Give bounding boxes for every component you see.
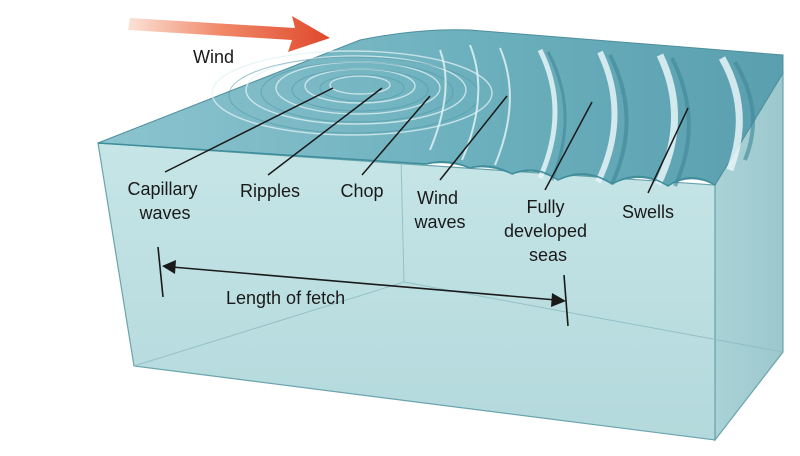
fetch-dimension <box>157 246 569 327</box>
leader-lines <box>164 87 689 194</box>
surface-front-profile <box>97 142 716 187</box>
tank-inner-edges <box>133 157 784 367</box>
label-ripples: Ripples <box>240 181 300 201</box>
fetch-label: Length of fetch <box>226 288 345 308</box>
wind-arrow <box>128 16 330 52</box>
label-capillary-waves: Capillary waves <box>127 179 202 223</box>
label-wind-waves: Wind waves <box>413 188 465 232</box>
label-chop: Chop <box>340 181 383 201</box>
wind-label: Wind <box>193 47 234 67</box>
label-swells: Swells <box>622 202 674 222</box>
label-fully-developed-seas: Fully developed seas <box>504 197 592 265</box>
swell-crests <box>537 48 755 187</box>
